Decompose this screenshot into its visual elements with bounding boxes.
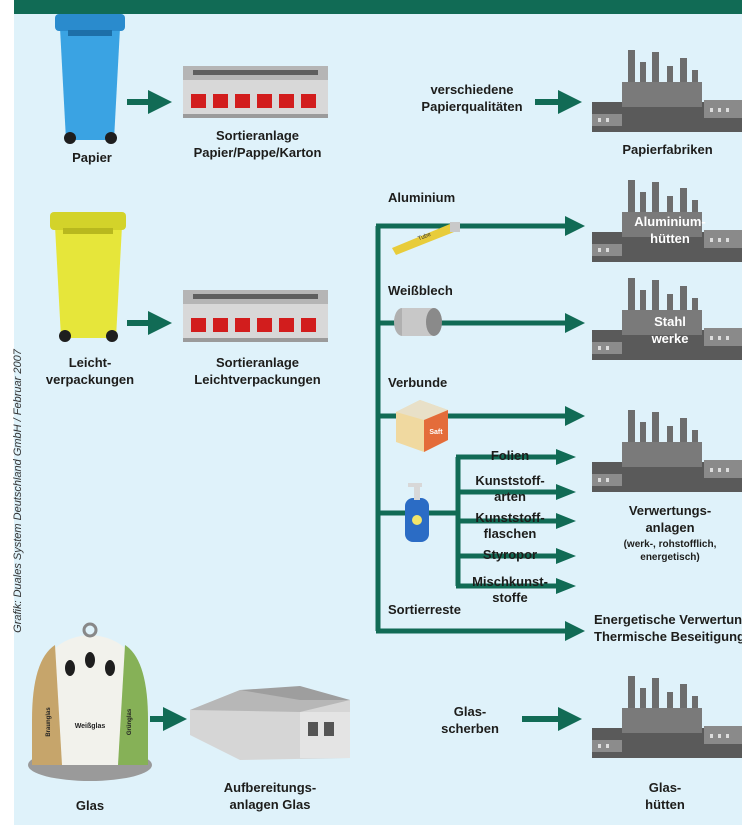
- label-kunststoffarten-1: Kunststoff-: [475, 473, 545, 488]
- yellow-bin-icon: [50, 212, 126, 342]
- label-paper-plant-1: Sortieranlage: [215, 128, 300, 143]
- label-styropor: Styropor: [482, 547, 538, 562]
- tube-text: Tube: [417, 232, 432, 243]
- credit-line: Grafik: Duales System Deutschland GmbH /…: [12, 349, 24, 633]
- label-energy-1: Energetische Verwertung: [594, 612, 742, 627]
- label-paper-mid-2: Papierqualitäten: [421, 99, 523, 114]
- sorting-plant-light: [183, 290, 328, 342]
- label-glass-plant-1: Aufbereitungs-: [223, 780, 317, 795]
- label-weissblech: Weißblech: [388, 283, 453, 298]
- factory-paper: [592, 50, 742, 132]
- glass-processing-plant: [190, 686, 350, 760]
- label-light-source-1: Leicht-: [68, 355, 112, 370]
- label-light-plant-1: Sortieranlage: [215, 355, 300, 370]
- tin-can-icon: [394, 308, 442, 336]
- label-flaschen-2: flaschen: [483, 526, 537, 541]
- label-light-plant-2: Leichtverpackungen: [194, 372, 321, 387]
- sorting-plant-paper: [183, 66, 328, 118]
- title-bar: [14, 0, 742, 14]
- factory-glass: [592, 676, 742, 758]
- label-paper-mid-1: verschiedene: [430, 82, 514, 97]
- container-label-brown: Braunglas: [46, 707, 52, 737]
- label-paper-target: Papierfabriken: [622, 142, 713, 157]
- label-glass-plant-2: anlagen Glas: [229, 797, 311, 812]
- label-verw-1: Verwertungs-: [628, 503, 712, 518]
- label-glass-target-1: Glas-: [648, 780, 682, 795]
- label-misch-2: stoffe: [492, 590, 528, 605]
- label-verw-note-1: (werk-, rohstofflich,: [623, 539, 717, 550]
- carton-icon: [396, 400, 448, 452]
- paper-bin-icon: [55, 14, 125, 144]
- label-paper-plant-2: Papier/Pappe/Karton: [193, 145, 322, 160]
- label-energy-2: Thermische Beseitigung: [594, 629, 742, 644]
- factory-recycling: [592, 410, 742, 492]
- label-paper-source: Papier: [72, 150, 112, 165]
- label-folien: Folien: [490, 448, 530, 463]
- label-glass-mid-2: scherben: [441, 721, 499, 736]
- container-label-white: Weißglas: [75, 723, 106, 730]
- carton-text: Saft: [429, 429, 443, 436]
- label-alu-target-1: Aluminium-: [634, 214, 706, 229]
- label-alu-target-2: hütten: [650, 231, 690, 246]
- label-verw-2: anlagen: [645, 520, 695, 535]
- label-stahl-target-2: werke: [651, 331, 689, 346]
- container-label-green: Grünglas: [127, 708, 133, 735]
- label-kunststoffarten-2: arten: [494, 489, 526, 504]
- label-glass-target-2: hütten: [645, 797, 685, 812]
- label-aluminium: Aluminium: [388, 190, 456, 205]
- label-glass-source: Glas: [75, 798, 105, 813]
- label-sortierreste: Sortierreste: [388, 602, 461, 617]
- plastic-bottle-icon: [405, 483, 429, 542]
- tube-icon: [392, 222, 460, 255]
- label-light-source-2: verpackungen: [45, 372, 135, 387]
- label-stahl-target-1: Stahl: [654, 314, 686, 329]
- label-flaschen-1: Kunststoff-: [475, 510, 545, 525]
- glass-container-icon: [28, 622, 152, 781]
- label-verbunde: Verbunde: [388, 375, 448, 390]
- label-glass-mid-1: Glas-: [453, 704, 487, 719]
- label-misch-1: Mischkunst-: [472, 574, 548, 589]
- plastic-arrow-stems: [540, 454, 557, 589]
- plastic-arrowheads: [556, 449, 576, 594]
- label-verw-note-2: energetisch): [640, 552, 700, 563]
